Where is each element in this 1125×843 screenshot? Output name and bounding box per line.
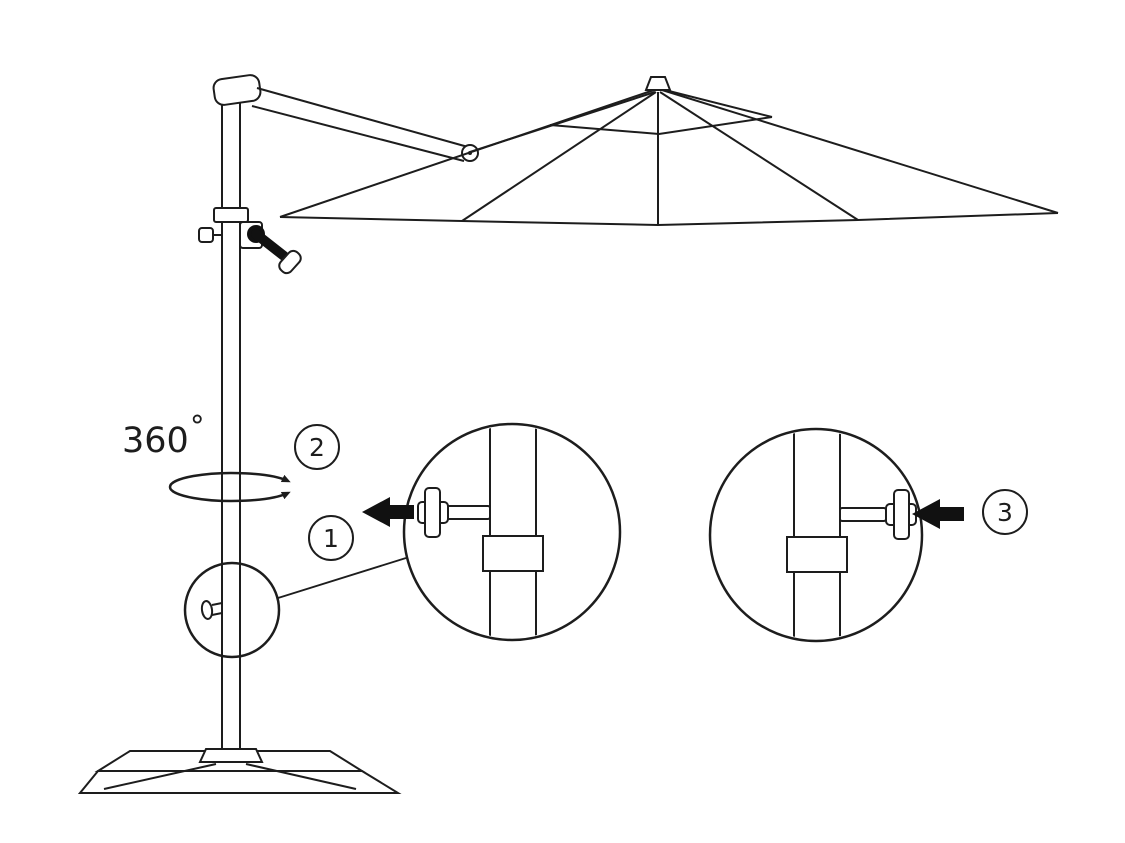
detail-circle-left [402, 422, 622, 642]
canopy-left-edge [279, 89, 655, 218]
arm-upper-edge [256, 87, 469, 148]
detail-circle-right [708, 427, 924, 643]
vent-bottom-edge [549, 116, 773, 136]
direction-arrow-left [362, 497, 414, 527]
pole-foot [198, 748, 264, 763]
vent-right-edge [664, 89, 773, 118]
canopy-rib-3 [659, 91, 859, 221]
direction-arrow-right [912, 499, 964, 529]
knob-grip-vertical [893, 489, 910, 540]
canopy-bottom-edge [279, 212, 1059, 227]
arm-lower-edge [251, 105, 465, 162]
knob-shaft [839, 507, 887, 522]
degree-symbol: ° [190, 409, 205, 443]
pole-detail-circle [183, 561, 281, 659]
crank-handle [278, 249, 302, 275]
callout-circle [308, 515, 354, 561]
pole-knob [200, 600, 214, 620]
tilt-knob [198, 227, 214, 243]
rotation-indicator: 360 ° [122, 409, 291, 503]
leader-line [277, 557, 407, 599]
callout-circle [294, 424, 340, 470]
knob-grip-vertical [424, 487, 441, 538]
knob-shaft [443, 505, 491, 520]
canopy-near-rib [469, 91, 656, 153]
callout-circle [982, 489, 1028, 535]
callout-number: 3 [997, 498, 1013, 527]
callout-badge-2: 2 [294, 424, 340, 470]
umbrella-canopy [279, 76, 1059, 227]
base-arm-line-left [103, 763, 217, 790]
locking-knob-left [417, 487, 491, 538]
base-arm-line-right [245, 763, 357, 790]
pole-knob-stem-bottom [211, 612, 223, 616]
canopy-rib-1 [461, 91, 657, 222]
support-arm [251, 87, 479, 162]
detail-circle-small [183, 561, 281, 659]
pole-top-cap [212, 74, 262, 106]
rotation-degrees-label: 360 [122, 421, 189, 461]
callout-badge-1: 1 [308, 515, 354, 561]
joint-detail-left [362, 422, 622, 642]
joint-sleeve [786, 536, 848, 573]
callout-badge-3: 3 [982, 489, 1028, 535]
umbrella-pole [212, 74, 262, 750]
rotation-arrow [168, 471, 291, 503]
pole-collar [213, 207, 249, 223]
canopy-right-edge [661, 89, 1059, 214]
canopy-finial-cap [644, 76, 672, 91]
base-bottom-slab [77, 770, 402, 794]
joint-sleeve [482, 535, 544, 572]
crank-arm [251, 229, 289, 261]
pole-knob-stem-top [211, 602, 223, 606]
umbrella-base [77, 748, 402, 794]
callout-number: 2 [309, 433, 325, 462]
locking-knob-right [839, 489, 917, 540]
crank-assembly [198, 207, 302, 275]
callout-number: 1 [323, 524, 339, 553]
joint-detail-right [708, 427, 964, 643]
